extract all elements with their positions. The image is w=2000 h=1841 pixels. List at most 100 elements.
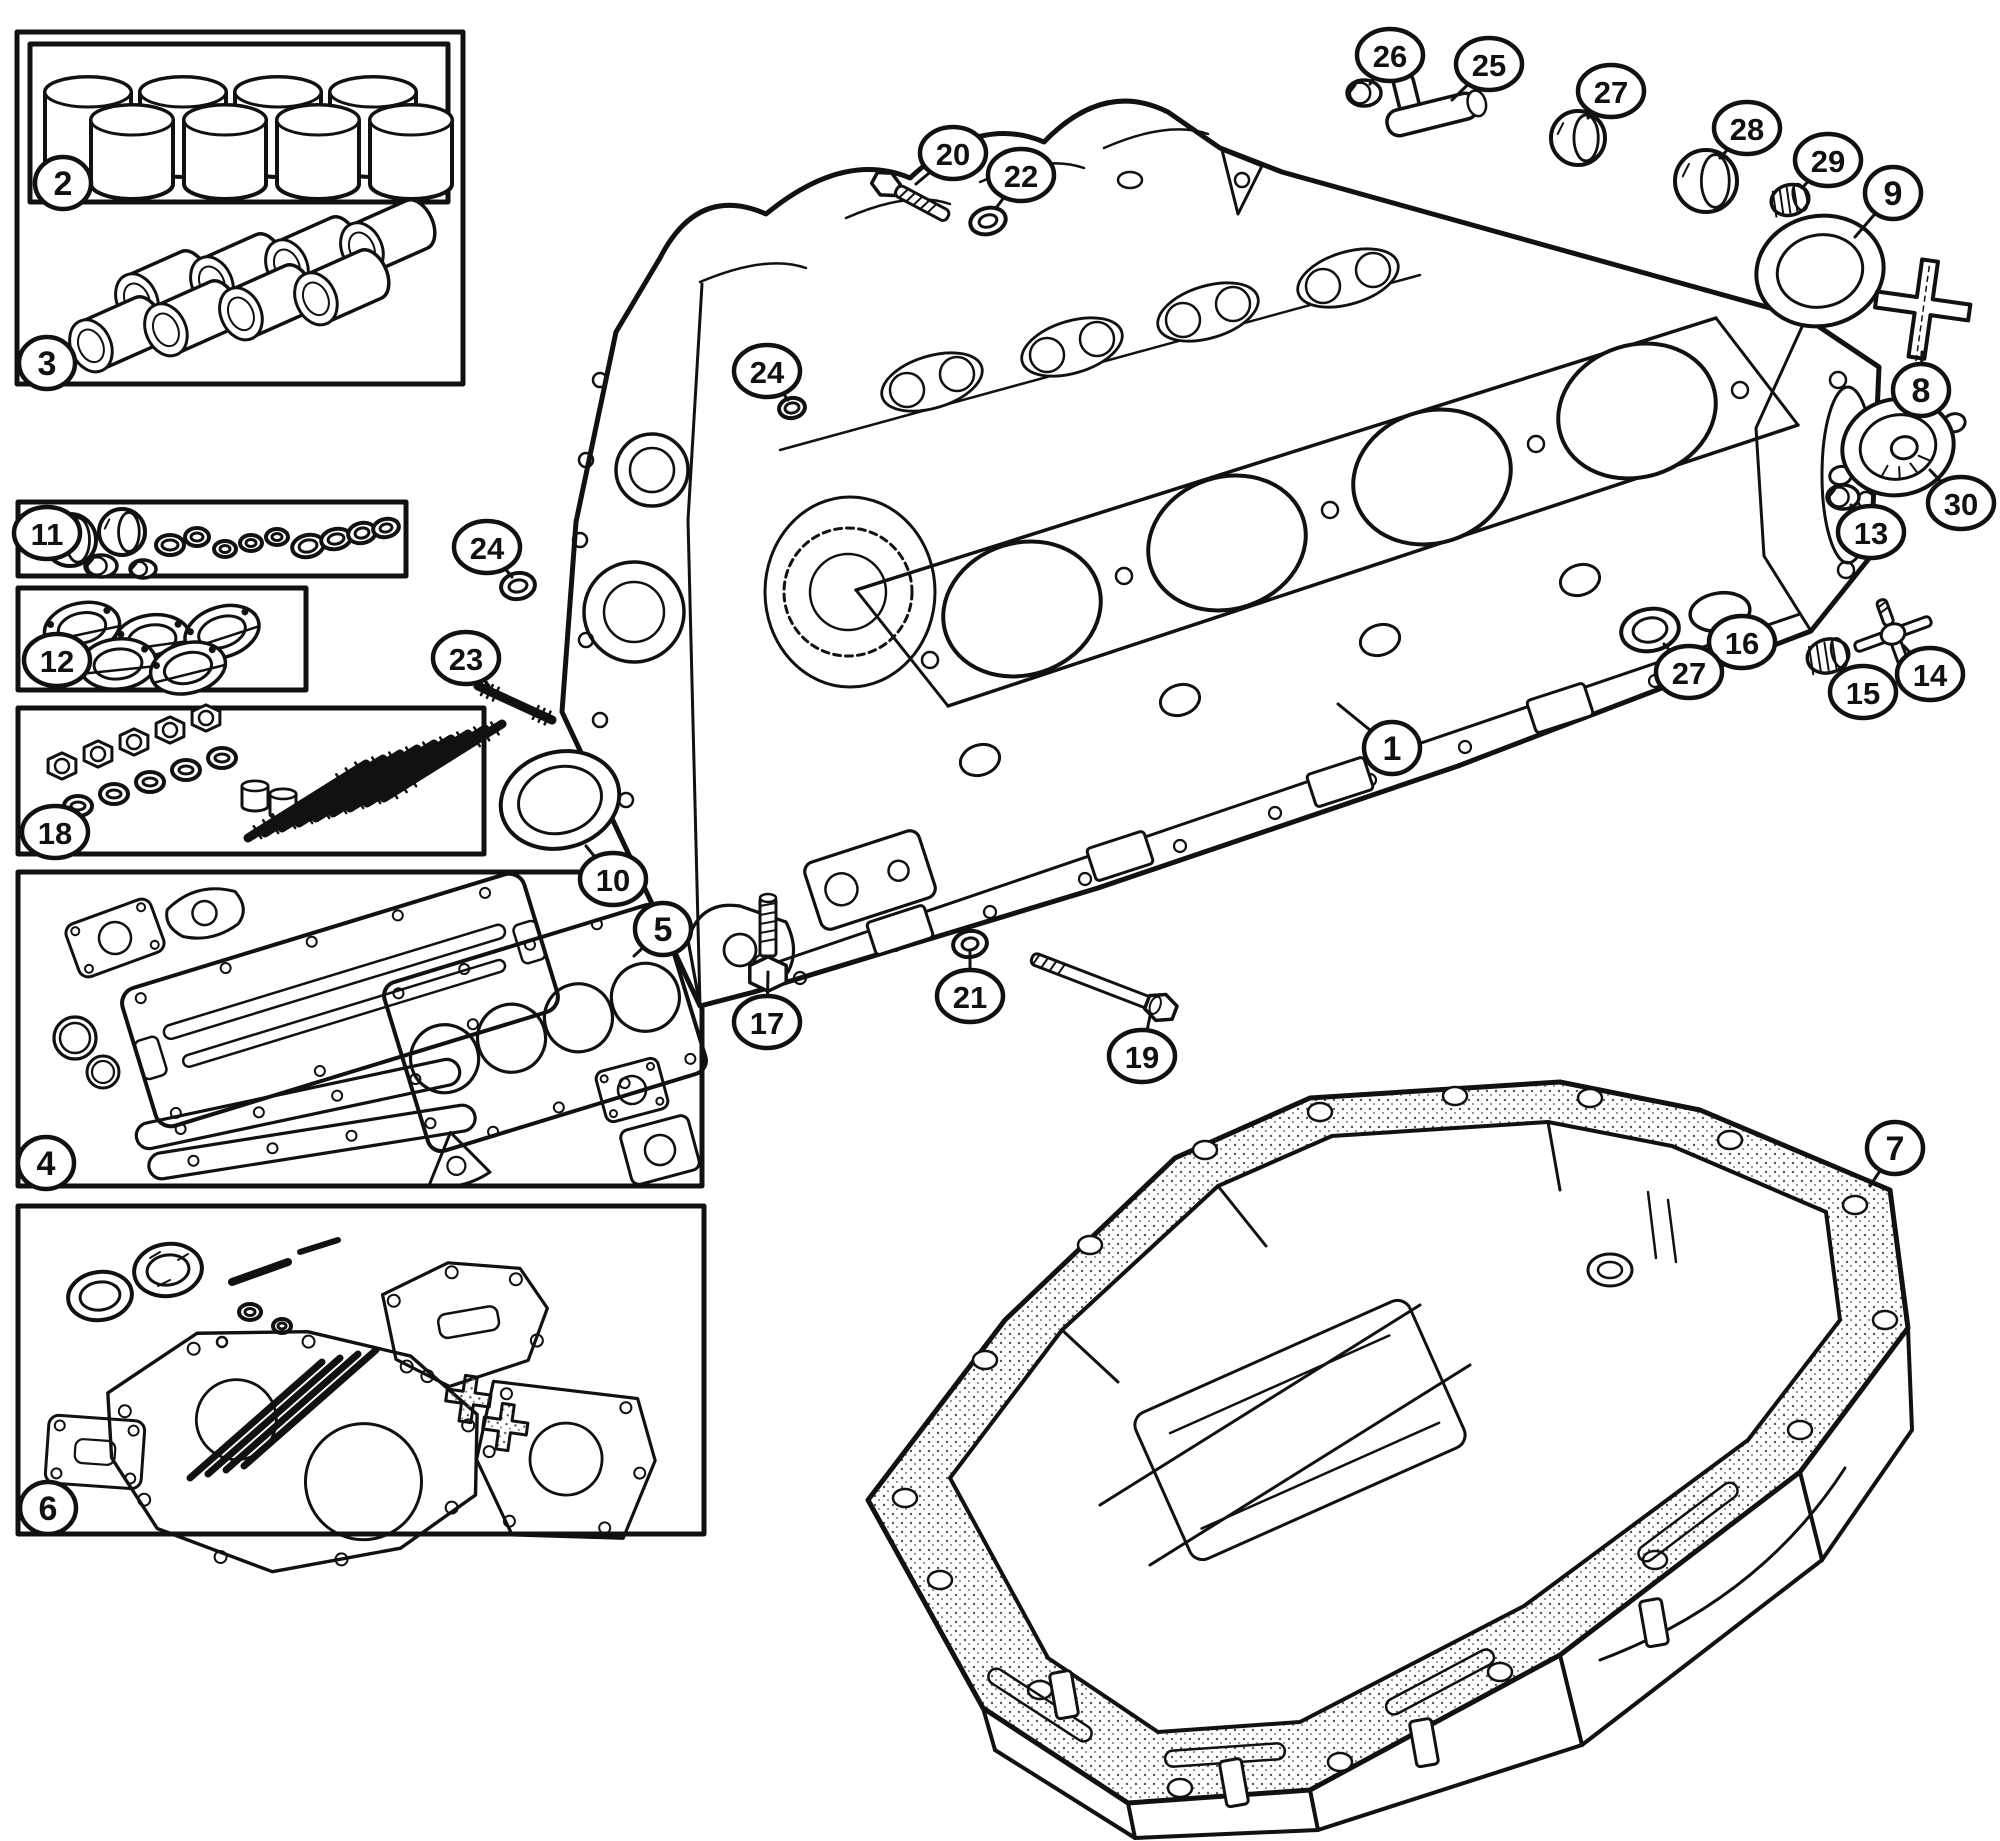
callout-label-1: 1 xyxy=(1383,730,1402,768)
cylinder-head-stud xyxy=(473,681,557,726)
callout-7: 7 xyxy=(1864,1119,1926,1188)
callout-label-13: 13 xyxy=(1854,516,1888,551)
callout-4: 4 xyxy=(15,1134,77,1192)
callout-label-6: 6 xyxy=(39,1490,58,1528)
callout-label-2: 2 xyxy=(54,165,73,203)
callout-3: 3 xyxy=(16,334,78,392)
callout-label-11: 11 xyxy=(31,517,64,552)
callout-19: 19 xyxy=(1106,1014,1178,1085)
callout-28: 28 xyxy=(1711,99,1783,160)
callout-12: 12 xyxy=(21,631,93,689)
callout-label-27: 27 xyxy=(1594,75,1628,110)
callout-11: 11 xyxy=(11,504,83,562)
plain-washer xyxy=(951,928,989,960)
callout-16: 16 xyxy=(1706,613,1778,671)
callout-label-22: 22 xyxy=(1004,159,1038,194)
callout-label-21: 21 xyxy=(953,980,987,1015)
camshaft-oil-seal xyxy=(1619,606,1681,654)
setscrew xyxy=(869,170,951,222)
callout-5: 5 xyxy=(632,900,694,958)
sump-pan xyxy=(891,1085,1899,1809)
callout-label-4: 4 xyxy=(37,1145,56,1183)
callout-17: 17 xyxy=(731,970,803,1051)
sump-gasket xyxy=(865,1079,1911,1806)
bearing-cap-bolt xyxy=(1029,952,1179,1023)
callout-8: 8 xyxy=(1890,350,1952,419)
threaded-plug-small xyxy=(1769,182,1811,218)
callout-1: 1 xyxy=(1336,702,1423,777)
panel-lower-gasket-set xyxy=(15,1203,707,1537)
callout-label-8: 8 xyxy=(1912,372,1931,410)
callout-23: 23 xyxy=(430,629,502,688)
callout-label-16: 16 xyxy=(1725,626,1759,661)
callout-13: 13 xyxy=(1835,503,1907,561)
callout-label-10: 10 xyxy=(596,863,630,898)
front-cover-oil-seal xyxy=(498,749,622,851)
panel-liners-and-pistons xyxy=(14,29,466,387)
callout-label-24: 24 xyxy=(470,531,505,566)
callout-27: 27 xyxy=(1575,62,1647,120)
gallery-plug-front xyxy=(777,395,807,421)
callout-label-30: 30 xyxy=(1944,487,1978,522)
callout-9: 9 xyxy=(1853,164,1924,239)
engine-block xyxy=(559,98,1882,1009)
callout-label-24: 24 xyxy=(750,355,785,390)
cylinder-liner-set xyxy=(43,75,454,201)
threaded-plug-large xyxy=(1805,637,1851,676)
spring-washer xyxy=(968,205,1008,237)
callout-label-15: 15 xyxy=(1846,676,1880,711)
callout-label-19: 19 xyxy=(1125,1040,1159,1075)
panel-upper-gasket-set xyxy=(15,869,705,1189)
callout-10: 10 xyxy=(577,844,649,908)
callout-26: 26 xyxy=(1354,26,1426,86)
upper-gasket-set xyxy=(52,871,708,1189)
stud-nut-washer-set xyxy=(46,703,507,843)
illustration xyxy=(42,67,1973,1840)
callout-27: 27 xyxy=(1653,642,1725,701)
bearing-shell-set xyxy=(42,600,261,696)
core-plug-and-bush-set xyxy=(42,507,401,580)
sealing-plate xyxy=(1828,396,1967,498)
callout-24: 24 xyxy=(451,518,523,579)
callout-label-3: 3 xyxy=(38,345,57,383)
callout-label-9: 9 xyxy=(1884,175,1903,213)
core-plug-medium xyxy=(1549,109,1607,167)
callout-label-23: 23 xyxy=(449,642,483,677)
callout-30: 30 xyxy=(1925,468,1997,532)
lower-gasket-set xyxy=(43,1237,657,1574)
callout-label-29: 29 xyxy=(1811,144,1845,179)
callout-14: 14 xyxy=(1894,644,1966,703)
callout-label-28: 28 xyxy=(1730,112,1764,147)
callout-label-25: 25 xyxy=(1472,48,1506,83)
callouts: 1234567891011121314151617181920212223242… xyxy=(11,26,1997,1537)
small-plug xyxy=(1825,483,1861,511)
blanking-plug xyxy=(1345,78,1383,108)
callout-label-17: 17 xyxy=(750,1006,784,1041)
callout-label-18: 18 xyxy=(38,816,72,851)
callout-label-12: 12 xyxy=(40,644,74,679)
callout-label-20: 20 xyxy=(936,137,970,172)
callout-24: 24 xyxy=(731,342,803,402)
callout-label-5: 5 xyxy=(654,911,673,949)
callout-2: 2 xyxy=(32,154,94,212)
callout-22: 22 xyxy=(985,146,1057,210)
cross-key xyxy=(1873,257,1973,375)
gallery-plug-side xyxy=(499,570,537,602)
core-plug-large xyxy=(1673,148,1739,214)
oil-sump-and-gasket xyxy=(865,1079,1914,1840)
piston-set xyxy=(68,198,437,374)
callout-label-7: 7 xyxy=(1886,1130,1905,1168)
callout-18: 18 xyxy=(19,803,91,861)
callout-25: 25 xyxy=(1450,35,1525,102)
panel-studs-nuts-washers xyxy=(15,705,487,857)
callout-20: 20 xyxy=(914,124,989,186)
callout-label-26: 26 xyxy=(1373,39,1407,74)
callout-21: 21 xyxy=(934,950,1006,1025)
callout-label-14: 14 xyxy=(1913,658,1948,693)
callout-29: 29 xyxy=(1792,131,1864,190)
callout-15: 15 xyxy=(1827,663,1899,721)
callout-6: 6 xyxy=(17,1479,79,1537)
rear-main-oil-seal xyxy=(1754,213,1886,329)
